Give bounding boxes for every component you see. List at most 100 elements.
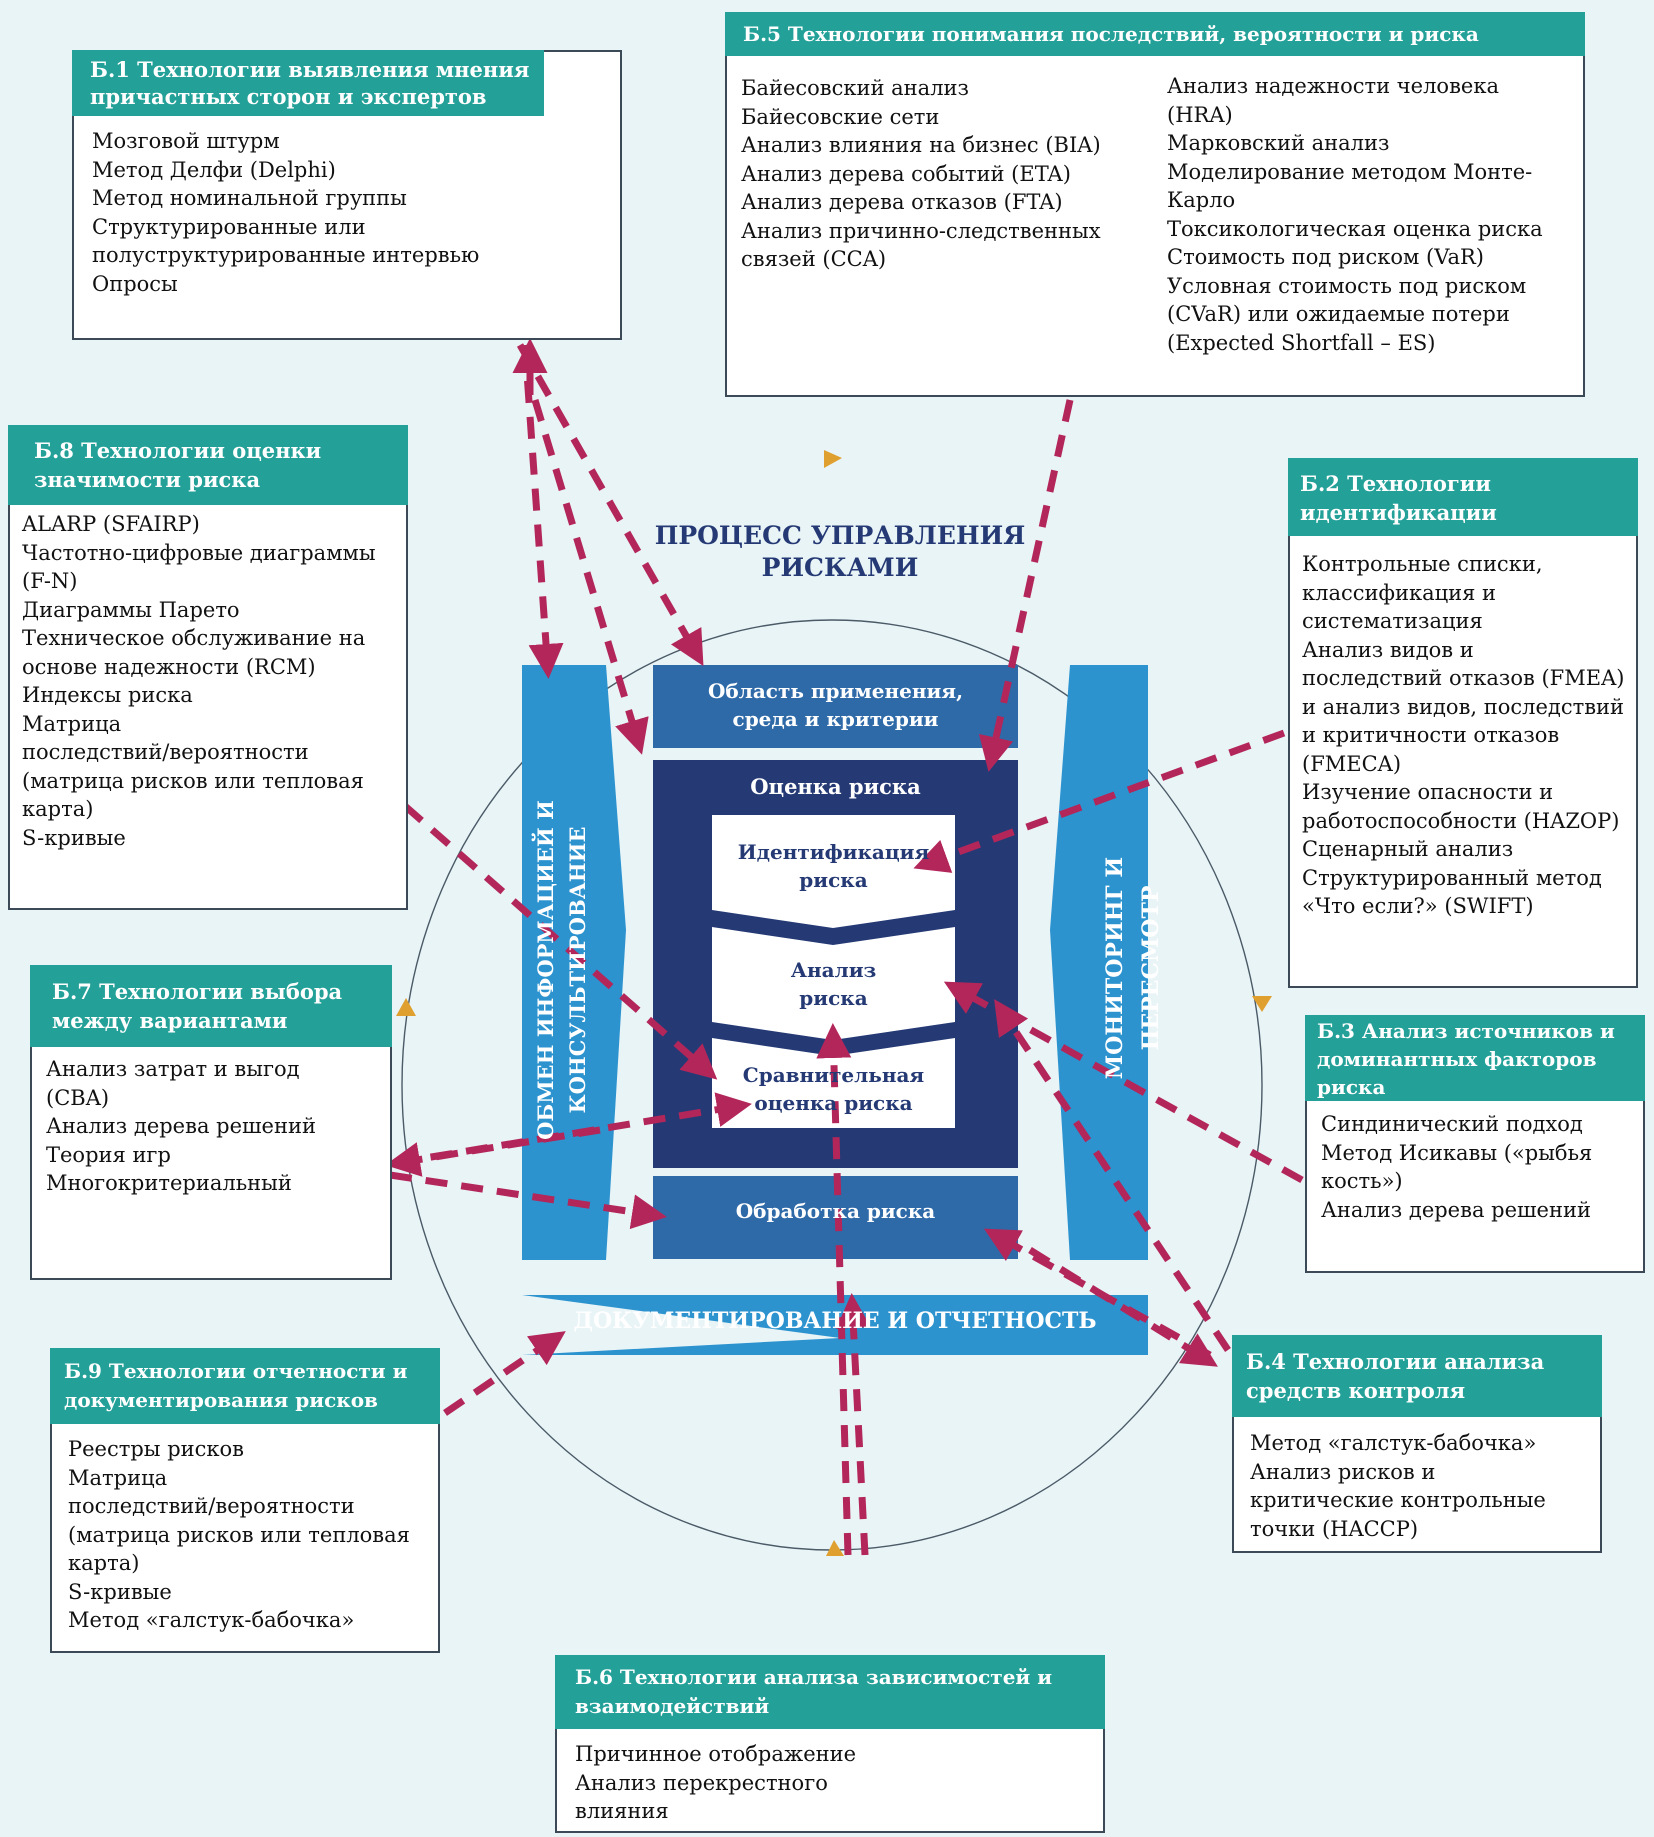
arrow-b5-assess — [978, 399, 1074, 772]
list-item: (F-N) — [22, 569, 78, 593]
b2-title: Б.2 Технологии идентификации — [1288, 458, 1638, 536]
arrow-b7-evaluation — [394, 1092, 752, 1167]
arrow-b1-comm — [521, 344, 564, 679]
list-item: Анализ видов и — [1302, 637, 1474, 662]
list-item: последствий отказов (FMEA) — [1302, 666, 1625, 690]
arrow-b7-treatment — [389, 1171, 667, 1230]
arrow-b9-recording — [443, 1331, 566, 1416]
b9-list: Реестры рисков Матрица последствий/вероя… — [68, 1435, 410, 1635]
list-item: и анализ видов, последствий — [1302, 694, 1625, 719]
list-item: Изучение опасности и — [1302, 780, 1554, 804]
list-item: (CVaR) или ожидаемые потери — [1167, 302, 1510, 326]
list-item: влияния — [575, 1799, 669, 1823]
list-item: карта) — [68, 1551, 140, 1575]
recording-label: ДОКУМЕНТИРОВАНИЕ И ОТЧЕТНОСТЬ — [573, 1308, 1097, 1334]
list-item: карта) — [22, 797, 94, 821]
list-item: систематизация — [1302, 609, 1483, 633]
list-item: Байесовский анализ — [741, 76, 969, 100]
arrow-b1-assess — [531, 398, 649, 755]
list-item: критические контрольные — [1250, 1488, 1546, 1512]
list-item: и критичности отказов — [1302, 723, 1560, 747]
list-item: Анализ влияния на бизнес (BIA) — [741, 133, 1101, 157]
list-item: полуструктурированные интервью — [92, 243, 480, 267]
list-item: «Что если?» (SWIFT) — [1302, 894, 1534, 918]
b5-list-right: Анализ надежности человека (HRA) Марковс… — [1167, 72, 1543, 357]
monitoring-label: МОНИТОРИНГ И ПЕРЕСМОТР — [1102, 856, 1164, 1080]
list-item: Матрица — [68, 1465, 168, 1490]
b3-title: Б.3 Анализ источников и доминантных факт… — [1305, 1015, 1645, 1101]
list-item: последствий/вероятности — [22, 740, 309, 764]
b5-title: Б.5 Технологии понимания последствий, ве… — [725, 12, 1585, 56]
list-item: (HRA) — [1167, 102, 1233, 127]
list-item: Моделирование методом Монте- — [1167, 159, 1533, 184]
list-item: Токсикологическая оценка риска — [1167, 216, 1543, 241]
b9-title: Б.9 Технологии отчетности и документиров… — [50, 1348, 440, 1424]
b4-list: Метод «галстук-бабочка» Анализ рисков и … — [1250, 1429, 1546, 1543]
list-item: Метод номинальной группы — [92, 186, 407, 210]
list-item: Метод Делфи (Delphi) — [92, 157, 336, 182]
arrow-b4-analysis — [994, 999, 1231, 1352]
arrow-b6-up — [835, 1293, 871, 1556]
list-item: работоспособности (HAZOP) — [1302, 808, 1620, 833]
analysis-shape — [712, 927, 955, 1040]
scope-block — [653, 665, 1018, 748]
b4-title: Б.4 Технологии анализа средств контроля — [1232, 1335, 1602, 1417]
arrow-b6-analysis — [816, 1023, 852, 1556]
list-item: Контрольные списки, — [1302, 552, 1543, 576]
recording-bar — [522, 1295, 1148, 1355]
list-item: Метод «галстук-бабочка» — [68, 1608, 355, 1632]
assessment-label: Оценка риска — [750, 774, 921, 799]
list-item: Анализ затрат и выгод — [46, 1057, 300, 1081]
list-item: Опросы — [92, 271, 178, 296]
list-item: S-кривые — [22, 825, 126, 850]
list-item: основе надежности (RCM) — [22, 654, 316, 679]
list-item: Индексы риска — [22, 683, 193, 707]
list-item: ALARP (SFAIRP) — [22, 512, 200, 536]
analysis-label: Анализ риска — [790, 958, 877, 1010]
list-item: связей (CCA) — [741, 247, 887, 271]
treatment-label: Обработка риска — [735, 1199, 936, 1223]
list-item: Анализ дерева решений — [1321, 1197, 1591, 1222]
communication-bar — [522, 665, 626, 1260]
list-item: последствий/вероятности — [68, 1494, 355, 1518]
identification-label: Идентификация риска — [737, 840, 930, 892]
process-title: ПРОЦЕСС УПРАВЛЕНИЯ РИСКАМИ — [654, 521, 1026, 582]
list-item: Анализ рисков и — [1250, 1459, 1436, 1484]
b6-list: Причинное отображение Анализ перекрестно… — [575, 1740, 856, 1826]
list-item: Анализ причинно-следственных — [741, 218, 1101, 243]
list-item: Марковский анализ — [1167, 131, 1390, 155]
cycle-arrow-right — [1252, 996, 1272, 1012]
list-item: Метод Исикавы («рыбья — [1321, 1140, 1593, 1165]
list-item: Мозговой штурм — [92, 129, 280, 153]
list-item: Причинное отображение — [575, 1742, 857, 1766]
arrow-b2-identification — [913, 729, 1286, 873]
b2-list: Контрольные списки, классификация и сист… — [1302, 550, 1624, 921]
b3-list: Синдинический подход Метод Исикавы («рыб… — [1321, 1110, 1592, 1224]
monitoring-bar — [1050, 665, 1148, 1260]
list-item: Диаграммы Парето — [22, 597, 240, 622]
b6-title: Б.6 Технологии анализа зависимостей и вз… — [555, 1655, 1105, 1729]
cycle-arrow-top — [824, 450, 842, 468]
evaluation-label: Сравнительная оценка риска — [742, 1063, 925, 1115]
list-item: (Expected Shortfall – ES) — [1167, 330, 1436, 355]
list-item: Матрица — [22, 711, 122, 736]
list-item: (матрица рисков или тепловая — [22, 768, 364, 793]
list-item: Карло — [1167, 188, 1236, 212]
list-item: (CBA) — [46, 1085, 110, 1110]
b1-list: Мозговой штурм Метод Делфи (Delphi) Мето… — [92, 127, 479, 298]
b7-title: Б.7 Технологии выбора между вариантами — [30, 965, 392, 1047]
b7-list: Анализ затрат и выгод (CBA) Анализ дерев… — [46, 1055, 316, 1198]
b5-list-left: Байесовский анализ Байесовские сети Анал… — [741, 74, 1101, 274]
cycle-arrow-left — [396, 998, 416, 1016]
list-item: Многокритериальный — [46, 1171, 292, 1195]
list-item: (матрица рисков или тепловая — [68, 1522, 410, 1547]
list-item: классификация и — [1302, 580, 1497, 605]
identification-shape — [712, 815, 955, 928]
list-item: кость») — [1321, 1169, 1403, 1193]
list-item: Условная стоимость под риском — [1167, 273, 1527, 298]
scope-label: Область применения, среда и критерии — [707, 679, 964, 731]
list-item: Теория игр — [46, 1142, 171, 1167]
list-item: Анализ дерева решений — [46, 1114, 316, 1138]
list-item: Метод «галстук-бабочка» — [1250, 1431, 1537, 1455]
